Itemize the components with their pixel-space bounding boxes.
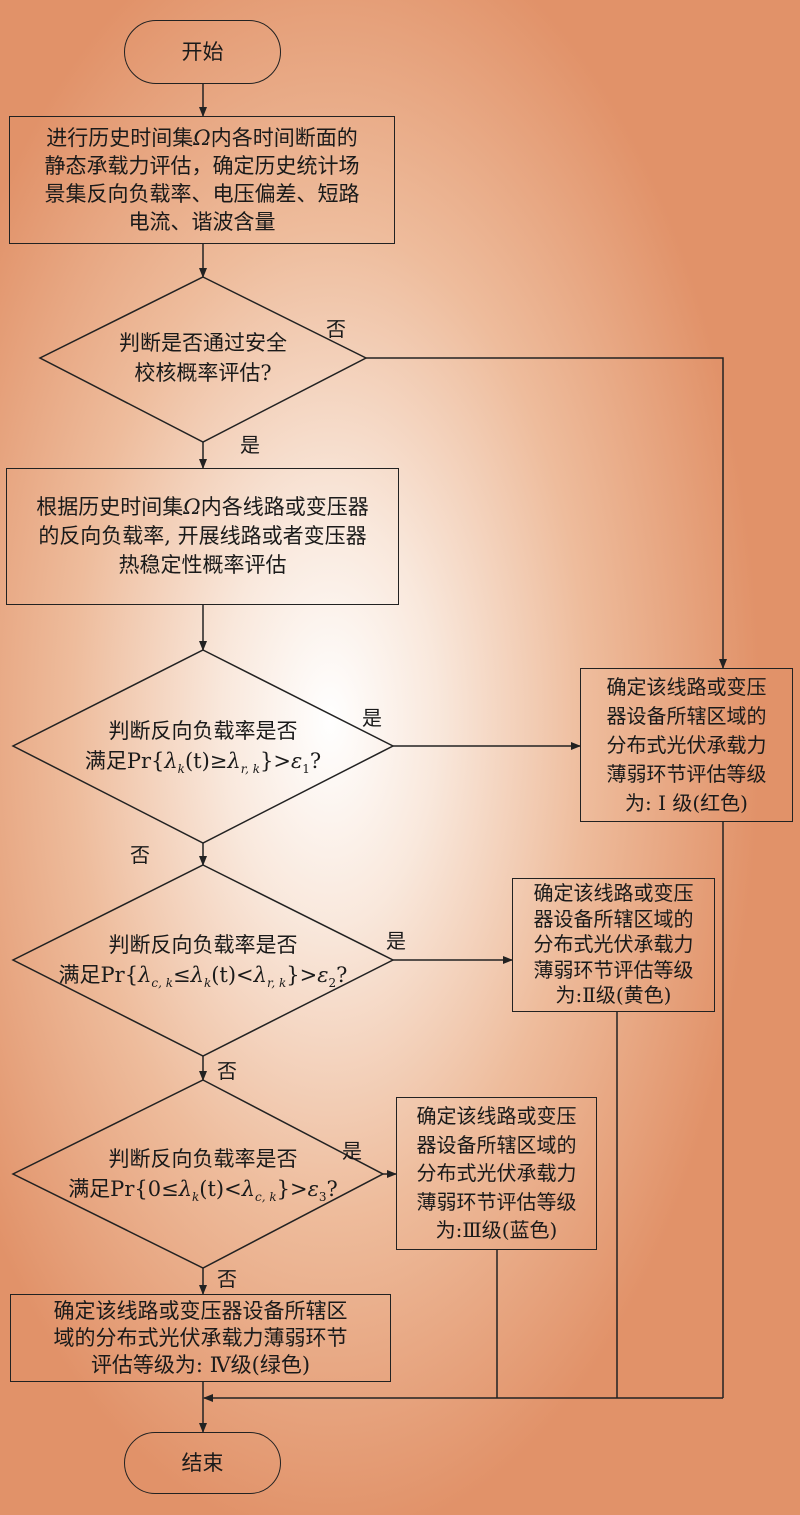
end-terminal: 结束 xyxy=(124,1432,281,1494)
step1-text-a: 进行历史时间集 xyxy=(46,126,194,150)
decision4-text: 判断反向负载率是否 满足Pr{0≤λk(t)<λc, k}>ε3? xyxy=(40,1144,366,1212)
level2-line5: 为:Ⅱ级(黄色) xyxy=(555,983,672,1008)
level4-box: 确定该线路或变压器设备所辖区 域的分布式光伏承载力薄弱环节 评估等级为: Ⅳ级(… xyxy=(10,1294,391,1382)
decision1-text: 判断是否通过安全 校核概率评估? xyxy=(90,328,316,388)
d1-yes-label: 是 xyxy=(240,433,260,457)
level4-line2: 域的分布式光伏承载力薄弱环节 xyxy=(53,1325,348,1350)
level2-line4: 薄弱环节评估等级 xyxy=(533,957,694,982)
level3-line4: 薄弱环节评估等级 xyxy=(416,1189,577,1214)
level3-line2: 器设备所辖区域的 xyxy=(416,1132,577,1157)
d4-yes-label: 是 xyxy=(342,1139,362,1163)
level2-box: 确定该线路或变压 器设备所辖区域的 分布式光伏承载力 薄弱环节评估等级 为:Ⅱ级… xyxy=(512,878,715,1012)
level1-line3: 分布式光伏承载力 xyxy=(606,732,767,757)
d3-yes-label: 是 xyxy=(386,929,406,953)
step1-box: 进行历史时间集Ω内各时间断面的 静态承载力评估，确定历史统计场 景集反向负载率、… xyxy=(9,116,395,244)
level3-line3: 分布式光伏承载力 xyxy=(416,1161,577,1186)
decision1-line2: 校核概率评估? xyxy=(134,361,272,385)
decision4-line1: 判断反向负载率是否 xyxy=(108,1147,298,1171)
omega-symbol-2: Ω xyxy=(183,495,201,519)
step1-line2: 静态承载力评估，确定历史统计场 xyxy=(44,154,360,178)
omega-symbol: Ω xyxy=(193,126,211,150)
decision3-line1: 判断反向负载率是否 xyxy=(108,933,298,957)
step2-line3: 热稳定性概率评估 xyxy=(118,553,287,577)
decision3-formula: 满足Pr{λc, k≤λk(t)<λr, k}>ε2? xyxy=(58,963,348,991)
level2-line1: 确定该线路或变压 xyxy=(533,881,694,906)
decision3-text: 判断反向负载率是否 满足Pr{λc, k≤λk(t)<λr, k}>ε2? xyxy=(40,930,366,998)
decision2-formula: 满足Pr{λk(t)≥λr, k}>ε1? xyxy=(84,749,322,777)
decision4-formula: 满足Pr{0≤λk(t)<λc, k}>ε3? xyxy=(68,1177,338,1205)
step1-line3: 景集反向负载率、电压偏差、短路 xyxy=(44,182,360,206)
step2-text-a: 根据历史时间集 xyxy=(36,495,184,519)
level4-line3: 评估等级为: Ⅳ级(绿色) xyxy=(90,1352,311,1377)
d1-no-label: 否 xyxy=(326,317,346,341)
level1-line2: 器设备所辖区域的 xyxy=(606,703,767,728)
level2-line3: 分布式光伏承载力 xyxy=(533,932,694,957)
step2-box: 根据历史时间集Ω内各线路或变压器 的反向负载率, 开展线路或者变压器 热稳定性概… xyxy=(6,468,399,605)
step1-line4: 电流、谐波含量 xyxy=(128,210,276,234)
level1-line5: 为: Ⅰ 级(红色) xyxy=(625,790,748,815)
d4-no-label: 否 xyxy=(217,1267,237,1291)
decision1-line1: 判断是否通过安全 xyxy=(119,331,287,355)
decision2-text: 判断反向负载率是否 满足Pr{λk(t)≥λr, k}>ε1? xyxy=(60,716,346,784)
start-terminal: 开始 xyxy=(124,20,281,84)
decision2-line1: 判断反向负载率是否 xyxy=(108,719,298,743)
level2-line2: 器设备所辖区域的 xyxy=(533,906,694,931)
level4-line1: 确定该线路或变压器设备所辖区 xyxy=(53,1298,348,1323)
d2-no-label: 否 xyxy=(130,843,150,867)
end-label: 结束 xyxy=(181,1450,224,1475)
d2-yes-label: 是 xyxy=(362,706,382,730)
level1-box: 确定该线路或变压 器设备所辖区域的 分布式光伏承载力 薄弱环节评估等级 为: Ⅰ… xyxy=(580,668,793,822)
step1-text-b: 内各时间断面的 xyxy=(210,126,358,150)
start-label: 开始 xyxy=(181,39,224,64)
level3-line1: 确定该线路或变压 xyxy=(416,1104,577,1129)
arrow-d1-no-level1 xyxy=(366,357,727,669)
level1-line1: 确定该线路或变压 xyxy=(606,674,767,699)
step2-line2: 的反向负载率, 开展线路或者变压器 xyxy=(38,524,367,548)
step2-text-b: 内各线路或变压器 xyxy=(200,495,369,519)
level3-box: 确定该线路或变压 器设备所辖区域的 分布式光伏承载力 薄弱环节评估等级 为:Ⅲ级… xyxy=(396,1097,597,1250)
level3-line5: 为:Ⅲ级(蓝色) xyxy=(435,1218,558,1243)
level1-line4: 薄弱环节评估等级 xyxy=(606,761,767,786)
d3-no-label: 否 xyxy=(217,1059,237,1083)
